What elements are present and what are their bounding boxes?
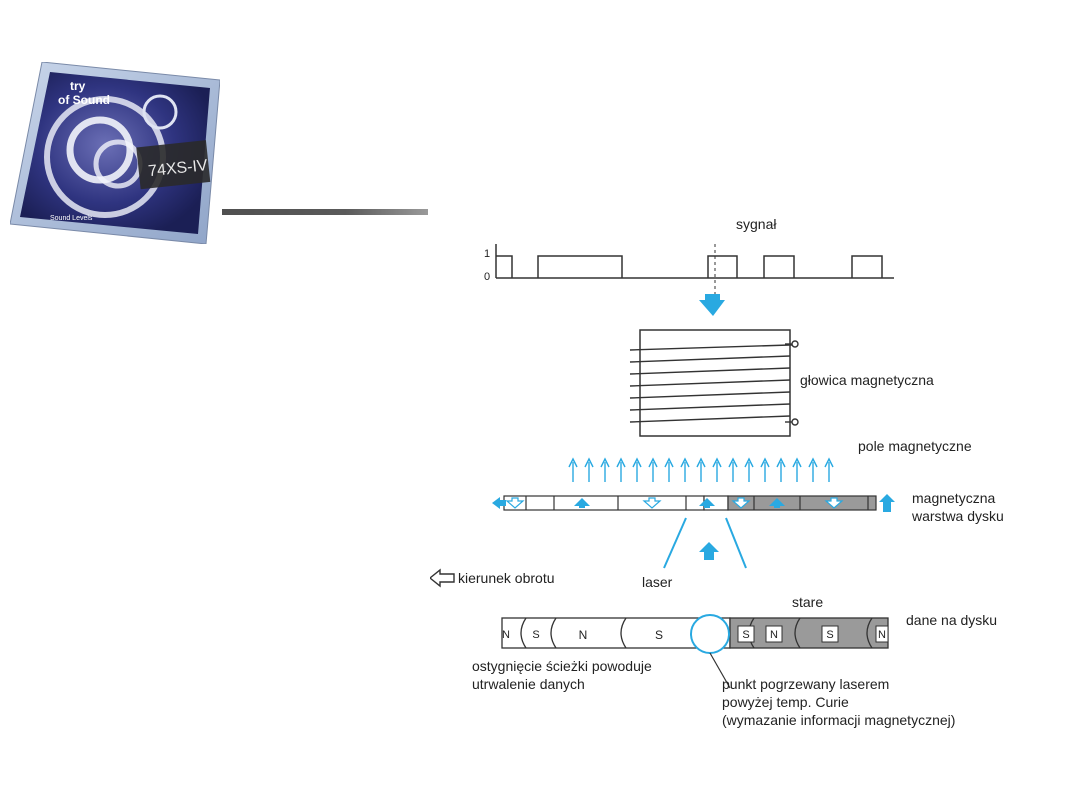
- track-pole: N: [878, 629, 886, 641]
- signal-pulse: [707, 255, 738, 278]
- signal-waveform: [495, 244, 894, 279]
- field-arrow-head: [600, 457, 610, 468]
- track-pole: N: [770, 629, 778, 641]
- field-arrow-head: [824, 457, 834, 468]
- magnetization-down-icon: [505, 497, 525, 509]
- signal-label: sygnał: [736, 216, 777, 232]
- field-arrow-head: [584, 457, 594, 468]
- logo-bottom-text: Sound Levels: [50, 215, 93, 222]
- signal-level-one: 1: [484, 248, 491, 260]
- field-arrow-head: [632, 457, 642, 468]
- signal-pulse: [496, 255, 513, 278]
- magneto-optical-diagram: sygnał 1 0 głowica magnetyczna pole magn…: [430, 186, 1028, 734]
- minidisc-photo: try of Sound 74XS-IV Sound Levels: [9, 61, 221, 245]
- layer-arrows: [505, 497, 844, 509]
- field-arrow-head: [568, 457, 578, 468]
- diagram-graphics: [430, 244, 895, 689]
- signal-arrow-icon: [699, 294, 725, 316]
- field-arrow-head: [712, 457, 722, 468]
- field-arrow-head: [728, 457, 738, 468]
- field-arrows: [568, 457, 834, 482]
- coil-terminal: [791, 418, 799, 426]
- field-arrow-head: [744, 457, 754, 468]
- track-pole: S: [532, 629, 540, 641]
- rotation-arrow-icon: [430, 568, 455, 588]
- magnetization-up-icon: [769, 498, 785, 508]
- coil-windings: [629, 341, 795, 423]
- minidisc-image: try of Sound 74XS-IV Sound Levels: [9, 61, 221, 245]
- logo-brand: 74XS-IV: [147, 157, 208, 180]
- data-track: [501, 617, 889, 649]
- data-label: dane na dysku: [906, 612, 998, 628]
- heated-note-line1: punkt pogrzewany laserem: [722, 676, 890, 692]
- title-divider: [222, 209, 428, 215]
- layer-right-arrow-icon: [879, 494, 895, 512]
- laser-beam-left: [663, 517, 687, 569]
- signal-pulse: [763, 255, 795, 278]
- signal-pulse: [851, 255, 883, 278]
- track-pole: S: [654, 628, 663, 642]
- layer-left-arrow-icon: [492, 497, 506, 509]
- signal-pulse: [537, 255, 623, 278]
- magnetization-up-icon: [574, 498, 590, 508]
- coil-terminal: [791, 340, 799, 348]
- layer-label-line1: magnetyczna: [912, 490, 996, 506]
- track-pole: N: [578, 628, 588, 642]
- laser-label: laser: [642, 574, 673, 590]
- field-arrow-head: [680, 457, 690, 468]
- magnetization-up-icon: [699, 498, 715, 508]
- track-pole: N: [502, 629, 510, 641]
- magnetization-down-icon: [824, 497, 844, 509]
- field-arrow-head: [696, 457, 706, 468]
- cooling-note-line2: utrwalenie danych: [472, 676, 585, 692]
- heated-note-line2: powyżej temp. Curie: [722, 694, 849, 710]
- heated-spot-pointer: [709, 652, 731, 689]
- field-arrow-head: [776, 457, 786, 468]
- logo-text-2: of Sound: [58, 93, 110, 107]
- layer-label-line2: warstwa dysku: [912, 508, 1004, 524]
- logo-text-1: try: [70, 79, 86, 93]
- laser-arrow-icon: [699, 542, 719, 560]
- field-arrow-head: [664, 457, 674, 468]
- heated-spot: [690, 614, 730, 654]
- field-arrow-head: [792, 457, 802, 468]
- field-arrow-head: [648, 457, 658, 468]
- laser-beam-right: [725, 517, 747, 569]
- magnetization-down-icon: [731, 497, 751, 509]
- head-label: głowica magnetyczna: [800, 372, 934, 388]
- magnetization-down-icon: [642, 497, 662, 509]
- old-label: stare: [792, 594, 824, 610]
- field-label: pole magnetyczne: [858, 438, 972, 454]
- cooling-note-line1: ostygnięcie ścieżki powoduje: [472, 658, 652, 674]
- track-pole: S: [742, 629, 750, 641]
- field-arrow-head: [616, 457, 626, 468]
- field-arrow-head: [760, 457, 770, 468]
- signal-level-zero: 0: [484, 271, 491, 283]
- heated-note-line3: (wymazanie informacji magnetycznej): [722, 712, 956, 728]
- track-pole: S: [826, 629, 834, 641]
- rotation-label: kierunek obrotu: [458, 570, 555, 586]
- magnetic-layer: [503, 495, 877, 511]
- field-arrow-head: [808, 457, 818, 468]
